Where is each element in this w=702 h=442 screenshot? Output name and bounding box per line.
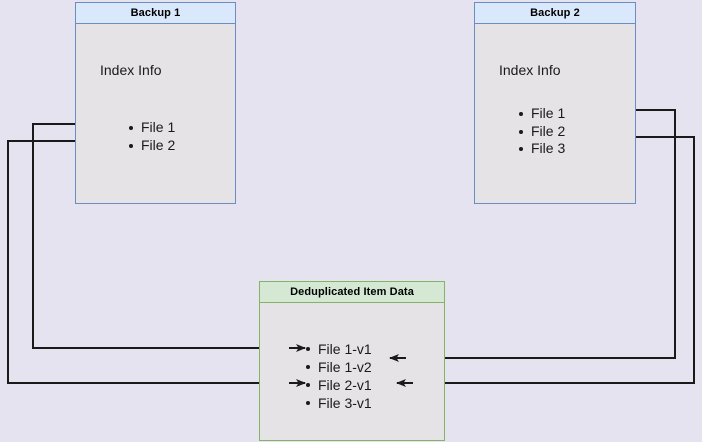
backup1-index-info-label: Index Info xyxy=(100,62,162,78)
backup1-file-item[interactable]: File 1 xyxy=(128,119,175,137)
dedup-item[interactable]: File 3-v1 xyxy=(305,394,372,412)
dedup-item[interactable]: File 1-v1 xyxy=(305,340,372,358)
dedup-header: Deduplicated Item Data xyxy=(260,282,444,303)
dedup-item-label: File 3-v1 xyxy=(318,395,372,411)
dedup-item[interactable]: File 2-v1 xyxy=(305,376,372,394)
backup2-index-info-label: Index Info xyxy=(499,62,561,78)
backup1-box[interactable]: Backup 1 Index Info File 1 File 2 xyxy=(75,2,236,204)
backup2-file-item[interactable]: File 2 xyxy=(518,123,565,141)
dedup-header-label: Deduplicated Item Data xyxy=(290,286,414,298)
backup2-file-label: File 1 xyxy=(531,105,566,121)
backup2-box[interactable]: Backup 2 Index Info File 1 File 2 File 3 xyxy=(474,2,636,204)
backup1-header-label: Backup 1 xyxy=(130,7,181,19)
backup1-file-list: File 1 File 2 xyxy=(128,119,175,154)
backup1-header: Backup 1 xyxy=(76,3,235,24)
backup2-file-item[interactable]: File 1 xyxy=(518,105,565,123)
backup2-file-list: File 1 File 2 File 3 xyxy=(518,105,565,158)
backup2-file-label: File 2 xyxy=(531,122,566,139)
dedup-box[interactable]: Deduplicated Item Data File 1-v1 File 1-… xyxy=(259,281,445,441)
backup1-file-label: File 2 xyxy=(141,136,176,153)
backup2-file-item[interactable]: File 3 xyxy=(518,140,565,158)
backup2-header-label: Backup 2 xyxy=(530,7,580,19)
dedup-item-label: File 2-v1 xyxy=(318,377,372,393)
dedup-item[interactable]: File 1-v2 xyxy=(305,358,372,376)
backup1-file-item[interactable]: File 2 xyxy=(128,137,175,155)
dedup-item-label: File 1-v2 xyxy=(318,359,372,375)
backup2-header: Backup 2 xyxy=(475,3,635,24)
dedup-item-label: File 1-v1 xyxy=(318,341,372,357)
dedup-item-list: File 1-v1 File 1-v2 File 2-v1 File 3-v1 xyxy=(305,340,372,412)
backup2-file-label: File 3 xyxy=(531,140,566,156)
backup1-file-label: File 1 xyxy=(141,119,176,135)
